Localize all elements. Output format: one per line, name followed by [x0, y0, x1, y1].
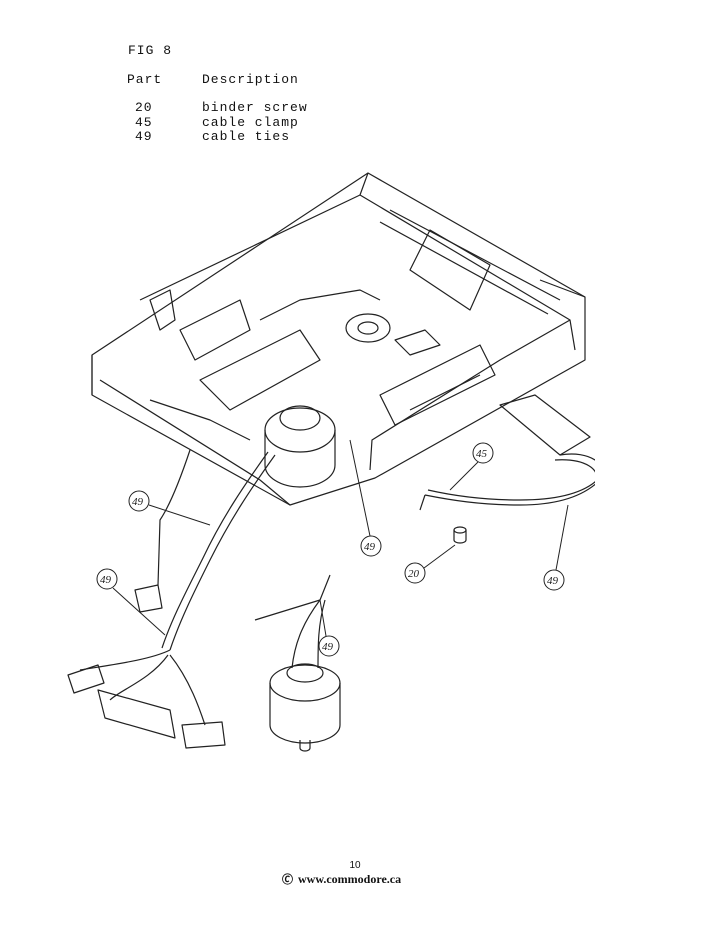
callout-45: 45: [449, 442, 494, 491]
callout-49: 49: [543, 504, 569, 591]
callout-49: 49: [318, 599, 340, 657]
callout-49: 49: [128, 490, 211, 526]
part-number: 49: [135, 129, 153, 144]
motor-on-chassis: [264, 405, 336, 488]
figure-label: FIG 8: [128, 43, 173, 58]
callout-49: 49: [96, 568, 166, 636]
part-description: cable clamp: [202, 115, 299, 130]
commodore-logo-icon: 🄫: [282, 874, 293, 886]
part-number: 20: [135, 100, 153, 115]
callout-49: 49: [349, 439, 382, 557]
binder-screw: [453, 526, 467, 544]
page-number: 10: [349, 860, 361, 871]
callout-label: 49: [364, 541, 376, 553]
drive-chassis: [91, 172, 586, 506]
connector-4pin: [67, 664, 105, 694]
wire-harness-left: [79, 449, 276, 726]
description-column-header: Description: [202, 72, 299, 87]
footer-site: 🄫 www.commodore.ca: [282, 871, 401, 887]
wire-harness-right: [419, 453, 595, 511]
exploded-drive-drawing: 49 49 49 45 20 49 49: [67, 172, 595, 752]
connector-small: [134, 584, 163, 613]
callout-label: 49: [132, 496, 144, 508]
part-description: cable ties: [202, 129, 291, 144]
callout-label: 49: [322, 641, 334, 653]
part-number: 45: [135, 115, 153, 130]
callout-label: 45: [476, 448, 488, 460]
callout-label: 49: [100, 574, 112, 586]
part-description: binder screw: [202, 100, 308, 115]
footer-site-text: www.commodore.ca: [298, 872, 402, 886]
connector-power: [181, 721, 226, 749]
part-column-header: Part: [127, 72, 163, 87]
callout-20: 20: [404, 544, 456, 584]
callout-label: 20: [408, 568, 420, 580]
callout-label: 49: [547, 575, 559, 587]
cable-plate: [499, 394, 591, 456]
spindle-hub: [345, 313, 391, 343]
connector-34pin: [97, 689, 176, 739]
spindle-motor: [254, 574, 341, 752]
